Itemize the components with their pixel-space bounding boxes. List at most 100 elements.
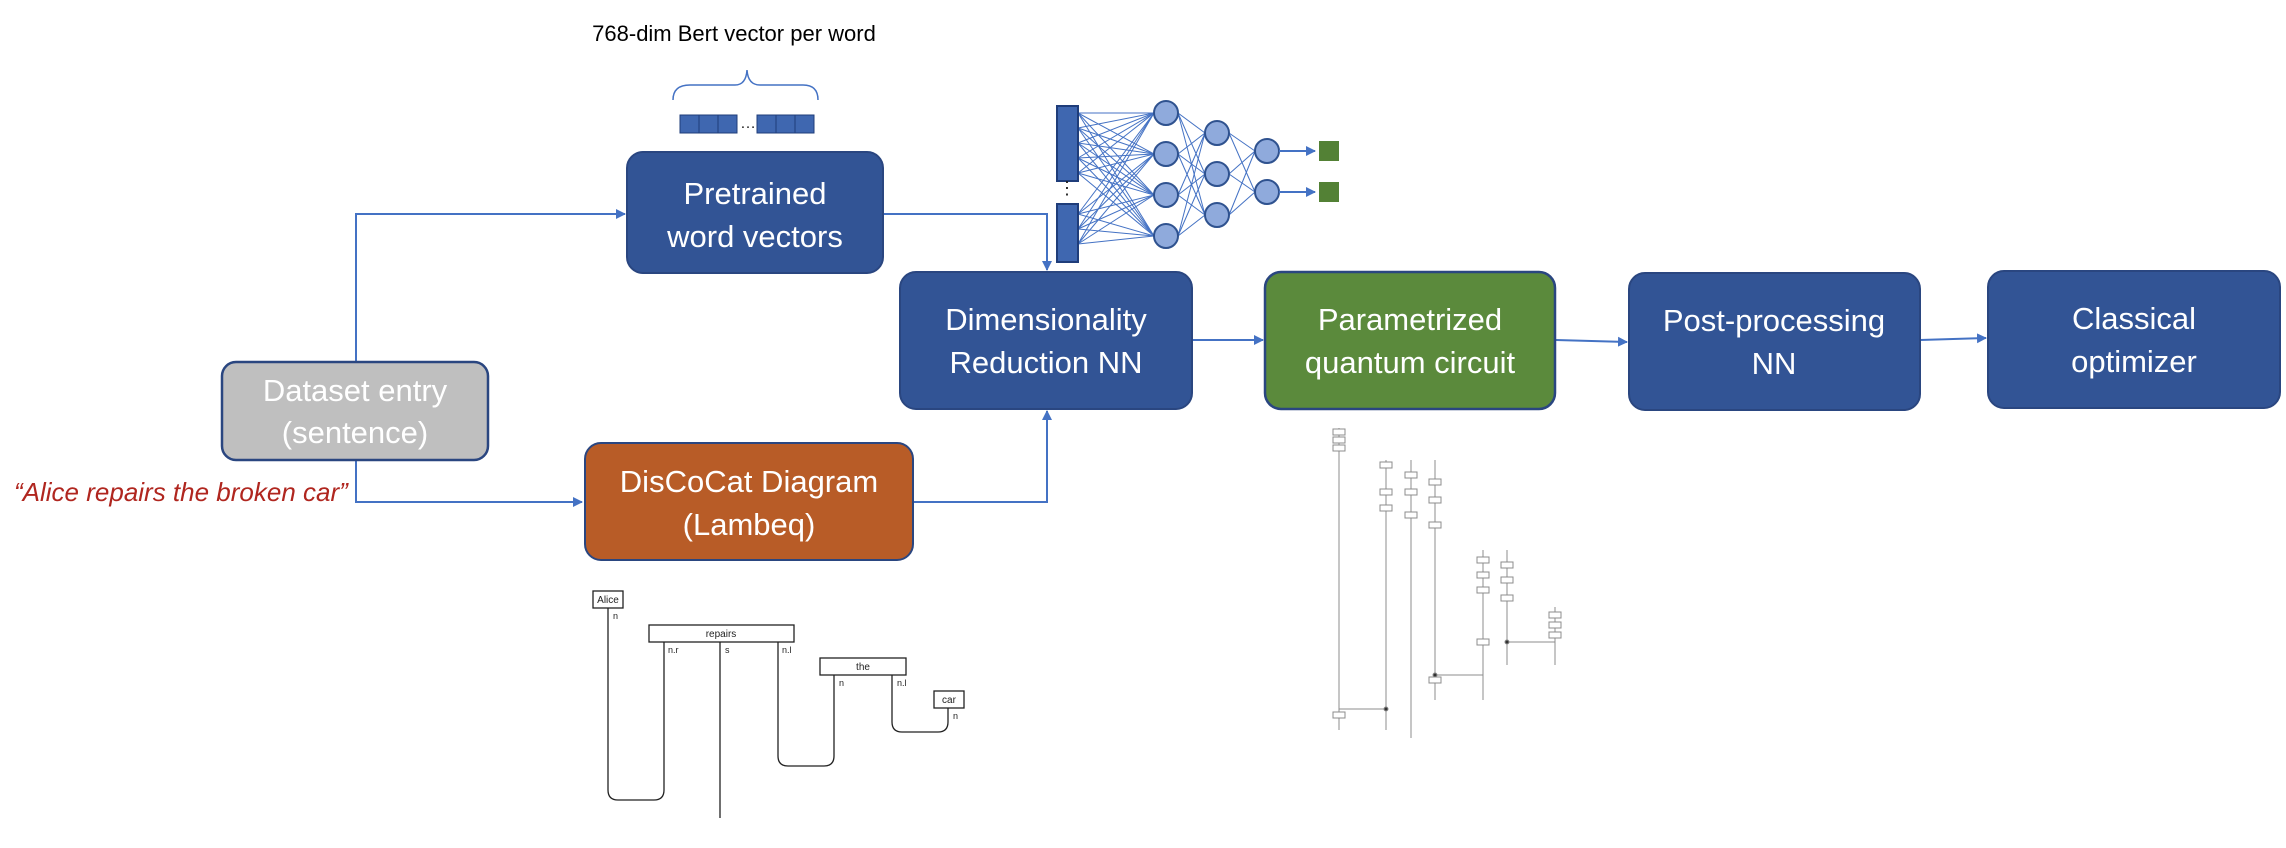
nn-edge [1077, 153, 1155, 215]
nn-edge [1077, 157, 1155, 196]
discocat-line1: DisCoCat Diagram [620, 464, 878, 499]
cup-alice-nr [607, 608, 665, 801]
gate-box [1332, 444, 1346, 452]
gate-box [1548, 611, 1562, 619]
arrow-quantum-to-postprocess [1555, 336, 1628, 347]
nn-edge [1077, 112, 1155, 215]
nn-edge [1177, 132, 1206, 196]
gate-box [1548, 631, 1562, 639]
gate-box [1500, 561, 1514, 569]
gate-box [1404, 488, 1418, 496]
nn-edge [1077, 194, 1155, 215]
word-box-car [933, 690, 965, 709]
connectors [355, 209, 1987, 507]
gate-box [1476, 638, 1490, 646]
nn-edge [1177, 132, 1206, 237]
vector-cell [775, 114, 796, 134]
word-box-repairs [648, 624, 795, 643]
discocat-labels: Alice repairs the car n n.r s n.l n n.l … [597, 595, 958, 721]
nn-edge [1077, 112, 1155, 159]
arrow-postprocess-to-optimizer [1919, 333, 1987, 344]
gate-box [1476, 556, 1490, 564]
gate-box [1404, 471, 1418, 479]
neural-network-illustration: ⋮ [1056, 100, 1339, 263]
dimred-line2: Reduction NN [950, 345, 1143, 380]
gate-box [1428, 676, 1442, 684]
nn-edge [1228, 132, 1256, 152]
nn-node [1254, 138, 1280, 164]
box-pretrained-word-vectors: Pretrained word vectors [626, 151, 884, 274]
nn-edge [1077, 127, 1155, 237]
vector-cell [756, 114, 777, 134]
quantum-circuit-sketch [1332, 428, 1562, 738]
cup-nl-the-n [777, 642, 835, 767]
type-the-n: n [839, 678, 844, 688]
gate-box [1379, 504, 1393, 512]
nn-edge [1077, 112, 1155, 245]
word-repairs: repairs [706, 629, 737, 640]
arrow-dataset-to-pretrained [355, 209, 626, 362]
quantum-line1: Parametrized [1318, 302, 1502, 337]
word-vector-strip: … [679, 114, 815, 134]
nn-edge [1077, 112, 1155, 196]
gate-box [1428, 496, 1442, 504]
nn-ellipsis: ⋮ [1058, 178, 1076, 198]
vector-cell [794, 114, 815, 134]
dimred-line1: Dimensionality [945, 302, 1147, 337]
box-discocat-diagram: DisCoCat Diagram (Lambeq) [584, 442, 914, 561]
word-the: the [856, 662, 870, 673]
arrow-pretrained-to-dimred [884, 213, 1052, 271]
box-parametrized-quantum-circuit: Parametrized quantum circuit [1263, 270, 1557, 411]
discocat-string-diagram [592, 590, 965, 818]
gate-box [1476, 571, 1490, 579]
box-classical-optimizer: Classical optimizer [1987, 270, 2281, 409]
gate-box [1548, 621, 1562, 629]
nn-output-node [1319, 182, 1339, 202]
box-post-processing-nn: Post-processing NN [1628, 272, 1921, 411]
gate-box [1332, 711, 1346, 719]
gate-box [1500, 576, 1514, 584]
nn-edge [1077, 142, 1155, 196]
gate-box [1379, 488, 1393, 496]
nn-node [1153, 141, 1179, 167]
nn-edge [1177, 132, 1206, 155]
vector-cell [698, 114, 719, 134]
gate-box [1500, 594, 1514, 602]
box-dimensionality-reduction: Dimensionality Reduction NN [899, 271, 1193, 410]
postprocess-line1: Post-processing [1663, 303, 1885, 338]
gate-box [1428, 521, 1442, 529]
word-car: car [942, 695, 957, 706]
gate-box [1332, 428, 1346, 436]
nn-edge [1077, 153, 1155, 230]
discocat-line2: (Lambeq) [683, 507, 816, 542]
nn-input-column-top [1056, 105, 1079, 182]
nn-edge [1177, 173, 1206, 237]
nn-edge [1077, 112, 1155, 237]
nn-edge [1228, 150, 1256, 216]
vector-ellipsis: … [740, 115, 756, 132]
nn-edge [1077, 112, 1155, 144]
gate-box [1379, 461, 1393, 469]
nn-edge [1077, 127, 1155, 196]
word-alice: Alice [597, 595, 619, 606]
nn-edge [1077, 142, 1155, 155]
gate-boxes [1332, 428, 1562, 719]
word-box-the [819, 657, 907, 676]
nn-edge [1077, 157, 1155, 237]
nn-edge [1077, 194, 1155, 230]
gate-box [1476, 586, 1490, 594]
nn-edge [1077, 213, 1155, 237]
nn-edge [1077, 142, 1155, 237]
optimizer-line2: optimizer [2071, 344, 2197, 379]
optimizer-line1: Classical [2072, 301, 2196, 336]
gate-box [1332, 436, 1346, 444]
quantum-line2: quantum circuit [1305, 345, 1516, 380]
nn-edges [1077, 112, 1256, 245]
nn-edge [1077, 112, 1155, 129]
nn-edge [1077, 194, 1155, 245]
nn-edge [1228, 150, 1256, 175]
type-repairs-nl: n.l [782, 645, 792, 655]
arrow-discocat-to-dimred [914, 410, 1052, 503]
nn-edge [1077, 228, 1155, 237]
